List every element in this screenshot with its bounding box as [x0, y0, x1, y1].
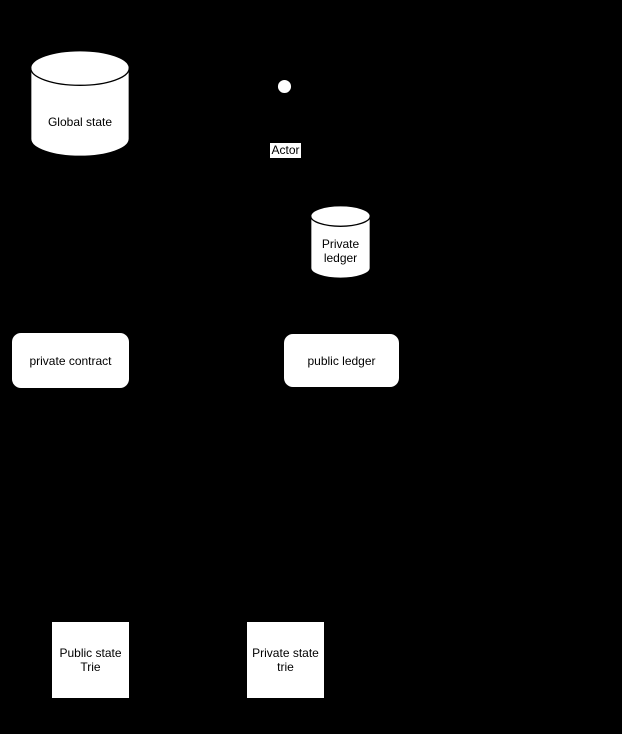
- node-global-state: Global state: [30, 50, 130, 157]
- cylinder-shape-icon: [30, 50, 130, 157]
- node-public-ledger: public ledger: [283, 333, 400, 388]
- node-private-state-trie: Private state trie: [246, 621, 325, 699]
- actor-figure-icon: [270, 78, 299, 137]
- private-ledger-label: Private ledger: [321, 237, 360, 265]
- node-private-contract: private contract: [11, 332, 130, 389]
- node-private-ledger: Private ledger: [310, 205, 371, 279]
- cylinder-shape-icon: [310, 205, 371, 279]
- actor-label: Actor: [270, 143, 301, 158]
- global-state-label: Global state: [47, 115, 113, 129]
- node-actor: [270, 78, 300, 138]
- node-public-state-trie: Public state Trie: [51, 621, 130, 699]
